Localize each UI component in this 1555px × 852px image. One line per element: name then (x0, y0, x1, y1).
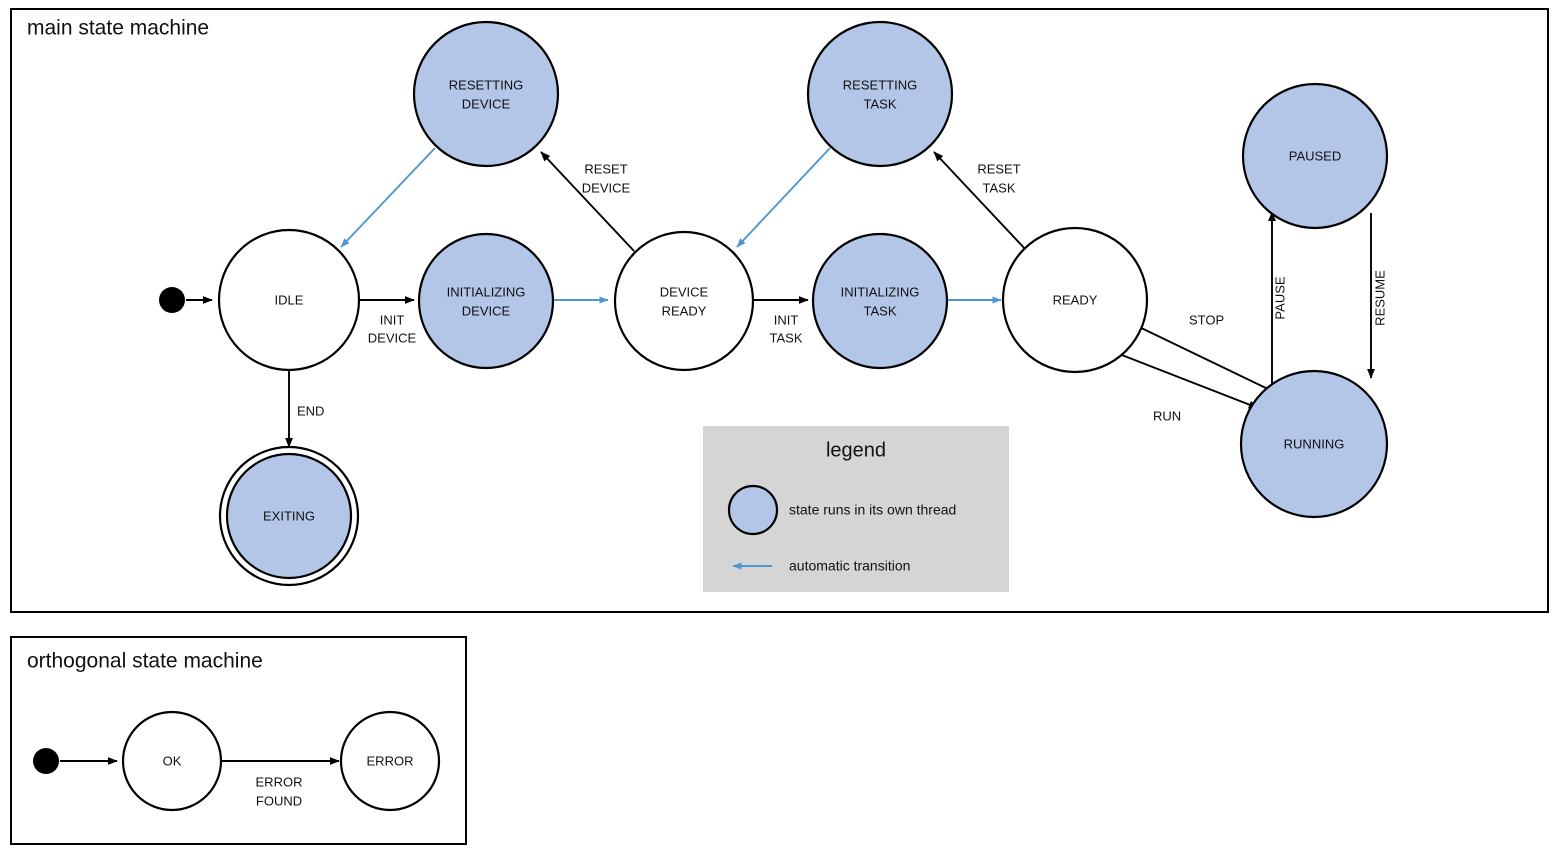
legend-entry-label: automatic transition (789, 558, 910, 574)
transition-device-ready-reset[interactable]: RESET DEVICE (540, 151, 635, 252)
orthogonal-frame-border (10, 636, 467, 845)
state-ok[interactable]: OK (121, 710, 223, 812)
state-paused[interactable]: PAUSED (1241, 82, 1389, 230)
state-resetting-device[interactable]: RESETTING DEVICE (412, 20, 560, 168)
orthogonal-transitions: ERROR FOUND (33, 748, 340, 808)
orthogonal-state-machine-frame: orthogonal state machine ERROR FOUND OK (10, 636, 467, 845)
state-label-line1: EXITING (263, 508, 315, 523)
edge-label-line2: TASK (770, 330, 803, 345)
state-label-line1: RUNNING (1284, 436, 1345, 451)
transition-idle-init-device[interactable]: INIT DEVICE (359, 296, 417, 345)
transition-ok-to-error[interactable]: ERROR FOUND (222, 757, 340, 808)
state-resetting-task[interactable]: RESETTING TASK (806, 20, 954, 168)
state-shape (412, 20, 560, 168)
transition-resetting-device-auto[interactable] (340, 147, 436, 248)
main-state-machine-frame: main state machine (10, 8, 1549, 613)
main-states: IDLE RESETTING DEVICE INITIALIZING DEVIC… (217, 20, 1389, 587)
edge-label-line1: RESET (584, 161, 627, 176)
state-shape (417, 232, 555, 370)
state-label-line1: RESETTING (449, 77, 523, 92)
state-initializing-device[interactable]: INITIALIZING DEVICE (417, 232, 555, 370)
transition-idle-end[interactable]: END (285, 370, 324, 448)
transition-running-pause[interactable]: PAUSE (1268, 211, 1287, 385)
edge-label-line2: DEVICE (582, 180, 631, 195)
edge-label-line2: FOUND (256, 793, 302, 808)
state-idle[interactable]: IDLE (217, 228, 361, 372)
state-shape (1001, 226, 1149, 374)
legend-entry-threaded-state: state runs in its own thread (727, 484, 956, 536)
state-label-line1: ERROR (367, 753, 414, 768)
state-shape (811, 232, 949, 370)
initial-state-dot (33, 748, 59, 774)
state-ready[interactable]: READY (1001, 226, 1149, 374)
edge-label-line1: STOP (1189, 312, 1224, 327)
main-frame-title: main state machine (27, 17, 209, 40)
edge-line (1113, 351, 1259, 409)
legend-entry-automatic-transition: automatic transition (732, 558, 910, 574)
state-shape (1241, 82, 1389, 230)
edge-label-line1: PAUSE (1272, 276, 1287, 319)
transition-resetting-task-auto[interactable] (736, 147, 831, 248)
initial-state-dot (159, 287, 185, 313)
main-frame-border (10, 8, 1549, 613)
edge-line (540, 151, 635, 252)
transition-running-stop[interactable]: STOP (1130, 312, 1271, 391)
blue-circle-icon (727, 484, 779, 536)
state-error[interactable]: ERROR (339, 710, 441, 812)
edge-label-line1: RESUME (1372, 270, 1387, 326)
state-shape (806, 20, 954, 168)
legend-title: legend (826, 439, 886, 461)
state-label-line1: RESETTING (843, 77, 917, 92)
state-shape (613, 230, 755, 372)
state-label-line1: INITIALIZING (447, 284, 526, 299)
edge-line (933, 151, 1028, 252)
legend: legend state runs in its own thread auto… (703, 426, 1009, 592)
state-label-line1: DEVICE (660, 284, 709, 299)
orthogonal-states: OK ERROR (121, 710, 441, 812)
state-label-line1: PAUSED (1289, 148, 1342, 163)
state-initializing-task[interactable]: INITIALIZING TASK (811, 232, 949, 370)
edge-label-line2: TASK (983, 180, 1016, 195)
state-label-line2: DEVICE (462, 96, 511, 111)
state-exiting[interactable]: EXITING (218, 445, 360, 587)
transition-device-ready-init-task[interactable]: INIT TASK (752, 296, 809, 345)
state-label-line1: INITIALIZING (841, 284, 920, 299)
main-transitions: INIT DEVICE END RESET DEVICE INIT (159, 147, 1387, 448)
edge-line (1130, 322, 1271, 391)
state-label-line1: OK (163, 753, 182, 768)
state-label-line1: IDLE (275, 292, 304, 307)
state-label-line2: TASK (864, 96, 897, 111)
state-shape (217, 228, 361, 372)
state-label-line2: DEVICE (462, 303, 511, 318)
state-label-line1: READY (1053, 292, 1098, 307)
transition-start-idle[interactable] (159, 287, 213, 313)
edge-label-line1: RESET (977, 161, 1020, 176)
edge-line (340, 147, 436, 248)
edge-label-line1: END (297, 403, 324, 418)
state-running[interactable]: RUNNING (1239, 369, 1389, 519)
edge-label-line1: RUN (1153, 408, 1181, 423)
state-shape (1239, 369, 1389, 519)
transition-paused-resume[interactable]: RESUME (1367, 213, 1387, 379)
edge-label-line1: INIT (774, 312, 799, 327)
edge-line (736, 147, 831, 248)
legend-entry-label: state runs in its own thread (789, 502, 956, 518)
state-shape (121, 710, 223, 812)
state-shape (225, 452, 353, 580)
state-label-line2: TASK (864, 303, 897, 318)
state-label-line2: READY (662, 303, 707, 318)
transition-start-ok[interactable] (33, 748, 118, 774)
orthogonal-frame-title: orthogonal state machine (27, 650, 263, 673)
state-shape (339, 710, 441, 812)
edge-label-line1: ERROR (256, 774, 303, 789)
transition-ready-reset-task[interactable]: RESET TASK (933, 151, 1028, 252)
transition-ready-run[interactable]: RUN (1113, 351, 1259, 423)
edge-label-line2: DEVICE (368, 330, 417, 345)
state-device-ready[interactable]: DEVICE READY (613, 230, 755, 372)
edge-label-line1: INIT (380, 312, 405, 327)
